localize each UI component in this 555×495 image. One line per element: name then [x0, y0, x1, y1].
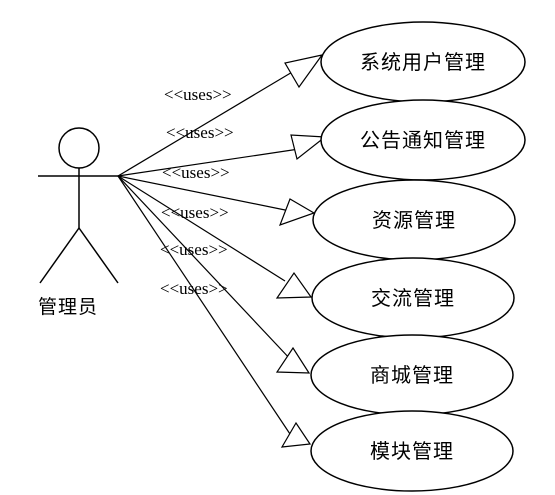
actor-right-leg — [78, 227, 119, 284]
association-4 — [117, 175, 313, 299]
association-5 — [117, 175, 311, 374]
uses-label-4: <<uses>> — [161, 203, 229, 222]
arrowhead — [290, 134, 327, 161]
use-case-5: 商城管理 — [310, 334, 514, 416]
uses-label-5: <<uses>> — [160, 240, 228, 259]
use-case-label: 系统用户管理 — [360, 50, 486, 74]
use-case-label: 公告通知管理 — [360, 128, 486, 152]
association-6 — [117, 175, 312, 448]
association-line — [117, 175, 291, 212]
use-case-1: 系统用户管理 — [320, 21, 526, 103]
actor-left-leg — [39, 227, 80, 284]
uses-label-1: <<uses>> — [164, 85, 232, 104]
actor-label: 管理员 — [38, 296, 98, 318]
association-1 — [117, 54, 324, 177]
uses-label-6: <<uses>> — [160, 279, 228, 298]
association-line — [117, 175, 293, 438]
association-line — [117, 175, 293, 362]
association-line — [117, 175, 286, 282]
uses-label-2: <<uses>> — [166, 123, 234, 142]
actor-figure — [38, 127, 120, 284]
use-case-3: 资源管理 — [312, 179, 516, 261]
use-case-label: 资源管理 — [372, 208, 456, 232]
uses-label-3: <<uses>> — [162, 163, 230, 182]
use-case-ellipse — [310, 410, 514, 492]
association-line — [117, 67, 300, 177]
use-case-label: 交流管理 — [371, 286, 455, 310]
association-2 — [117, 134, 327, 177]
actor-head — [58, 127, 100, 169]
use-case-2: 公告通知管理 — [320, 99, 526, 181]
use-case-6: 模块管理 — [310, 410, 514, 492]
association-line — [117, 148, 300, 177]
arrowhead — [280, 421, 312, 448]
use-case-label: 商城管理 — [370, 363, 454, 387]
arrowhead — [275, 271, 313, 299]
arrowhead — [284, 54, 324, 89]
use-case-4: 交流管理 — [311, 257, 515, 339]
arrowhead — [278, 198, 316, 226]
use-case-label: 模块管理 — [370, 439, 454, 463]
association-3 — [117, 175, 316, 226]
arrowhead — [275, 346, 311, 374]
